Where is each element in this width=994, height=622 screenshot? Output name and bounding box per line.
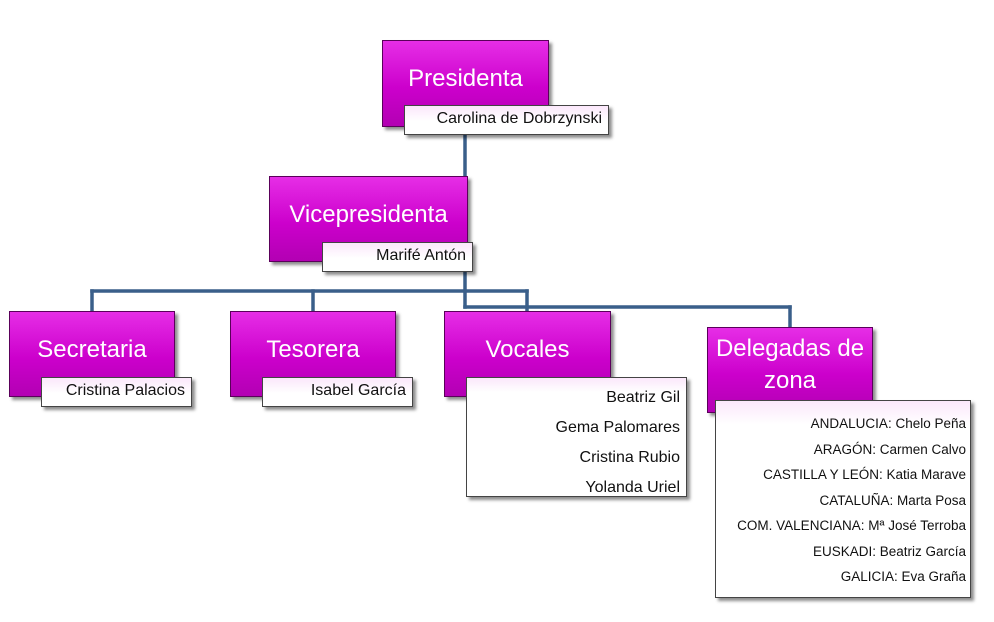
list-item: Beatriz Gil xyxy=(606,389,680,406)
list-item: Yolanda Uriel xyxy=(585,479,680,496)
secretaria-title: Secretaria xyxy=(37,336,147,363)
list-item: EUSKADI: Beatriz García xyxy=(812,543,966,559)
presidenta-title: Presidenta xyxy=(408,65,523,92)
list-item: GALICIA: Eva Graña xyxy=(840,569,966,584)
list-item: ARAGÓN: Carmen Calvo xyxy=(813,441,966,457)
vocales-title: Vocales xyxy=(485,336,570,363)
secretaria-name: Cristina Palacios xyxy=(41,377,192,407)
list-item: Gema Palomares xyxy=(555,419,681,436)
tesorera-name: Isabel García xyxy=(262,377,413,407)
vocales-list: Beatriz Gil Gema Palomares Cristina Rubi… xyxy=(466,377,687,497)
delegadas-title: Delegadas de zona xyxy=(715,335,865,394)
tesorera-title: Tesorera xyxy=(266,336,360,363)
list-item: CASTILLA Y LEÓN: Katia Marave xyxy=(763,467,966,482)
list-item: COM. VALENCIANA: Mª José Terroba xyxy=(737,518,966,533)
delegadas-box: Delegadas de zona xyxy=(707,327,873,413)
vicepresidenta-name: Marifé Antón xyxy=(322,242,473,272)
delegadas-list: ANDALUCIA: Chelo Peña ARAGÓN: Carmen Cal… xyxy=(715,400,971,598)
list-item: Cristina Rubio xyxy=(579,449,680,466)
presidenta-name: Carolina de Dobrzynski xyxy=(404,105,609,135)
list-item: ANDALUCIA: Chelo Peña xyxy=(810,416,966,431)
vicepresidenta-title: Vicepresidenta xyxy=(289,201,448,228)
list-item: CATALUÑA: Marta Posa xyxy=(819,492,966,508)
